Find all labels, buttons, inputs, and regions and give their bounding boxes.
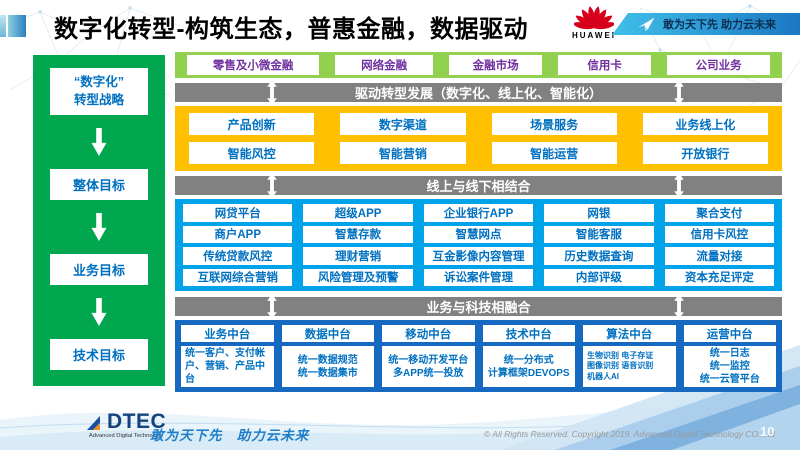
title-accent-marker: [0, 15, 26, 37]
capability-row: 智能风控 智能营销 智能运营 开放银行: [189, 142, 768, 164]
capability-box: 场景服务: [491, 113, 617, 135]
page-number: 10: [760, 424, 775, 439]
channel-row: 互联网综合营销 风险管理及预警 诉讼案件管理 内部评级 资本充足评定: [183, 268, 775, 286]
channel-box: 网贷平台: [183, 204, 293, 222]
up-down-arrow-icon: [266, 173, 278, 201]
up-down-arrow-icon: [266, 80, 278, 108]
channel-box: 内部评级: [544, 268, 654, 286]
channel-box: 诉讼案件管理: [423, 268, 534, 286]
down-arrow-icon: [90, 213, 108, 241]
channel-box: 传统贷款风控: [183, 247, 293, 265]
up-down-arrow-icon: [673, 173, 685, 201]
platform-content: 统一日志 统一监控 统一云管平台: [683, 346, 776, 387]
channel-box: 智慧存款: [303, 225, 413, 243]
channel-box: 理财营销: [303, 247, 413, 265]
platform-header: 数据中台: [281, 325, 374, 342]
platform-header: 业务中台: [181, 325, 274, 342]
channel-box: 互联网综合营销: [183, 268, 293, 286]
channel-box: 网银: [544, 204, 654, 222]
capability-box: 开放银行: [642, 142, 768, 164]
up-down-arrow-icon: [673, 294, 685, 322]
platform-column-algorithm: 算法中台 生物识别 电子存证 图像识别 语音识别 机器人AI: [583, 325, 676, 387]
paper-plane-icon: [638, 17, 655, 31]
channel-box: 超级APP: [303, 204, 413, 222]
platform-header: 算法中台: [583, 325, 676, 342]
connector-label: 线上与线下相结合: [426, 179, 531, 194]
channel-box: 历史数据查询: [544, 247, 654, 265]
platform-header: 技术中台: [482, 325, 575, 342]
capability-box: 业务线上化: [642, 113, 768, 135]
platform-column-mobile: 移动中台 统一移动开发平台 多APP统一投放: [382, 325, 475, 387]
banner-slogan-text: 敢为天下先 助力云未来: [663, 19, 777, 31]
platform-content: 统一数据规范 统一数据集市: [281, 346, 374, 387]
channel-box: 资本充足评定: [664, 268, 775, 286]
connector-bar-tech-fusion: 业务与科技相融合: [175, 294, 782, 319]
huawei-flower-icon: [574, 6, 614, 30]
platform-column-tech: 技术中台 统一分布式 计算框架DEVOPS: [482, 325, 575, 387]
business-line-box: 金融市场: [449, 55, 543, 75]
capability-box: 产品创新: [189, 113, 315, 135]
channel-box: 互金影像内容管理: [423, 247, 534, 265]
footer-slogan: 敢为天下先 助力云未来: [150, 428, 310, 443]
business-line-box: 网络金融: [335, 55, 434, 75]
connector-bar-online-offline: 线上与线下相结合: [175, 173, 782, 198]
capability-row: 产品创新 数字渠道 场景服务 业务线上化: [189, 113, 768, 135]
business-line-box: 零售及小微金融: [187, 55, 320, 75]
dtec-subtext: Advanced Digital Technology: [88, 432, 164, 439]
channel-box: 聚合支付: [664, 204, 775, 222]
middle-platform-band: 业务中台 统一客户、支付帐户、营销、产品中台 数据中台 统一数据规范 统一数据集…: [175, 320, 782, 392]
channel-box: 智能客服: [544, 225, 654, 243]
channel-band: 网贷平台 超级APP 企业银行APP 网银 聚合支付 商户APP 智慧存款 智慧…: [175, 199, 782, 291]
channel-box: 风险管理及预警: [303, 268, 413, 286]
sidebar-box-overall-goal: 整体目标: [50, 169, 148, 200]
platform-content: 统一分布式 计算框架DEVOPS: [482, 346, 575, 387]
channel-box: 流量对接: [664, 247, 775, 265]
sidebar-box-business-goal: 业务目标: [50, 254, 148, 285]
capability-box: 智能运营: [491, 142, 617, 164]
slogan-banner: 敢为天下先 助力云未来: [612, 13, 800, 35]
platform-header: 运营中台: [683, 325, 776, 342]
up-down-arrow-icon: [266, 294, 278, 322]
sidebar-box-strategy: “数字化” 转型战略: [50, 68, 148, 115]
capability-box: 智能营销: [340, 142, 466, 164]
channel-box: 智慧网点: [423, 225, 534, 243]
channel-box: 企业银行APP: [423, 204, 534, 222]
channel-box: 商户APP: [183, 225, 293, 243]
dtec-wordmark: DTEC: [107, 410, 167, 433]
architecture-diagram: 零售及小微金融 网络金融 金融市场 信用卡 公司业务 驱动转型发展（数字化、线上…: [175, 52, 782, 392]
connector-label: 业务与科技相融合: [426, 300, 531, 315]
platform-column-operations: 运营中台 统一日志 统一监控 统一云管平台: [683, 325, 776, 387]
channel-box: 信用卡风控: [664, 225, 775, 243]
copyright-text: © All Rights Reserved. Copyright 2019. A…: [484, 429, 775, 439]
page-title: 数字化转型-构筑生态，普惠金融，数据驱动: [54, 16, 528, 43]
platform-column-business: 业务中台 统一客户、支付帐户、营销、产品中台: [181, 325, 274, 387]
platform-content: 统一移动开发平台 多APP统一投放: [382, 346, 475, 387]
huawei-logo: HUAWEI: [570, 3, 618, 40]
platform-column-data: 数据中台 统一数据规范 统一数据集市: [281, 325, 374, 387]
connector-label: 驱动转型发展（数字化、线上化、智能化）: [354, 86, 602, 101]
dtec-logo-mark-icon: [87, 415, 100, 430]
sidebar-box-tech-goal: 技术目标: [50, 339, 148, 370]
business-line-box: 信用卡: [558, 55, 652, 75]
strategy-sidebar: “数字化” 转型战略 整体目标 业务目标 技术目标: [33, 55, 165, 386]
up-down-arrow-icon: [673, 80, 685, 108]
channel-row: 传统贷款风控 理财营销 互金影像内容管理 历史数据查询 流量对接: [183, 247, 775, 265]
capability-band: 产品创新 数字渠道 场景服务 业务线上化 智能风控 智能营销 智能运营 开放银行: [175, 106, 782, 171]
business-line-box: 公司业务: [667, 55, 771, 75]
platform-content: 统一客户、支付帐户、营销、产品中台: [181, 346, 274, 387]
platform-header: 移动中台: [382, 325, 475, 342]
down-arrow-icon: [90, 128, 108, 156]
capability-box: 智能风控: [189, 142, 315, 164]
business-lines-band: 零售及小微金融 网络金融 金融市场 信用卡 公司业务: [175, 52, 782, 78]
platform-content: 生物识别 电子存证 图像识别 语音识别 机器人AI: [583, 346, 676, 387]
connector-bar-transform: 驱动转型发展（数字化、线上化、智能化）: [175, 80, 782, 105]
huawei-wordmark: HUAWEI: [572, 31, 616, 40]
dtec-logo: DTEC Advanced Digital Technology: [86, 410, 167, 439]
channel-row: 网贷平台 超级APP 企业银行APP 网银 聚合支付: [183, 204, 775, 222]
down-arrow-icon: [90, 298, 108, 326]
channel-row: 商户APP 智慧存款 智慧网点 智能客服 信用卡风控: [183, 225, 775, 243]
capability-box: 数字渠道: [340, 113, 466, 135]
